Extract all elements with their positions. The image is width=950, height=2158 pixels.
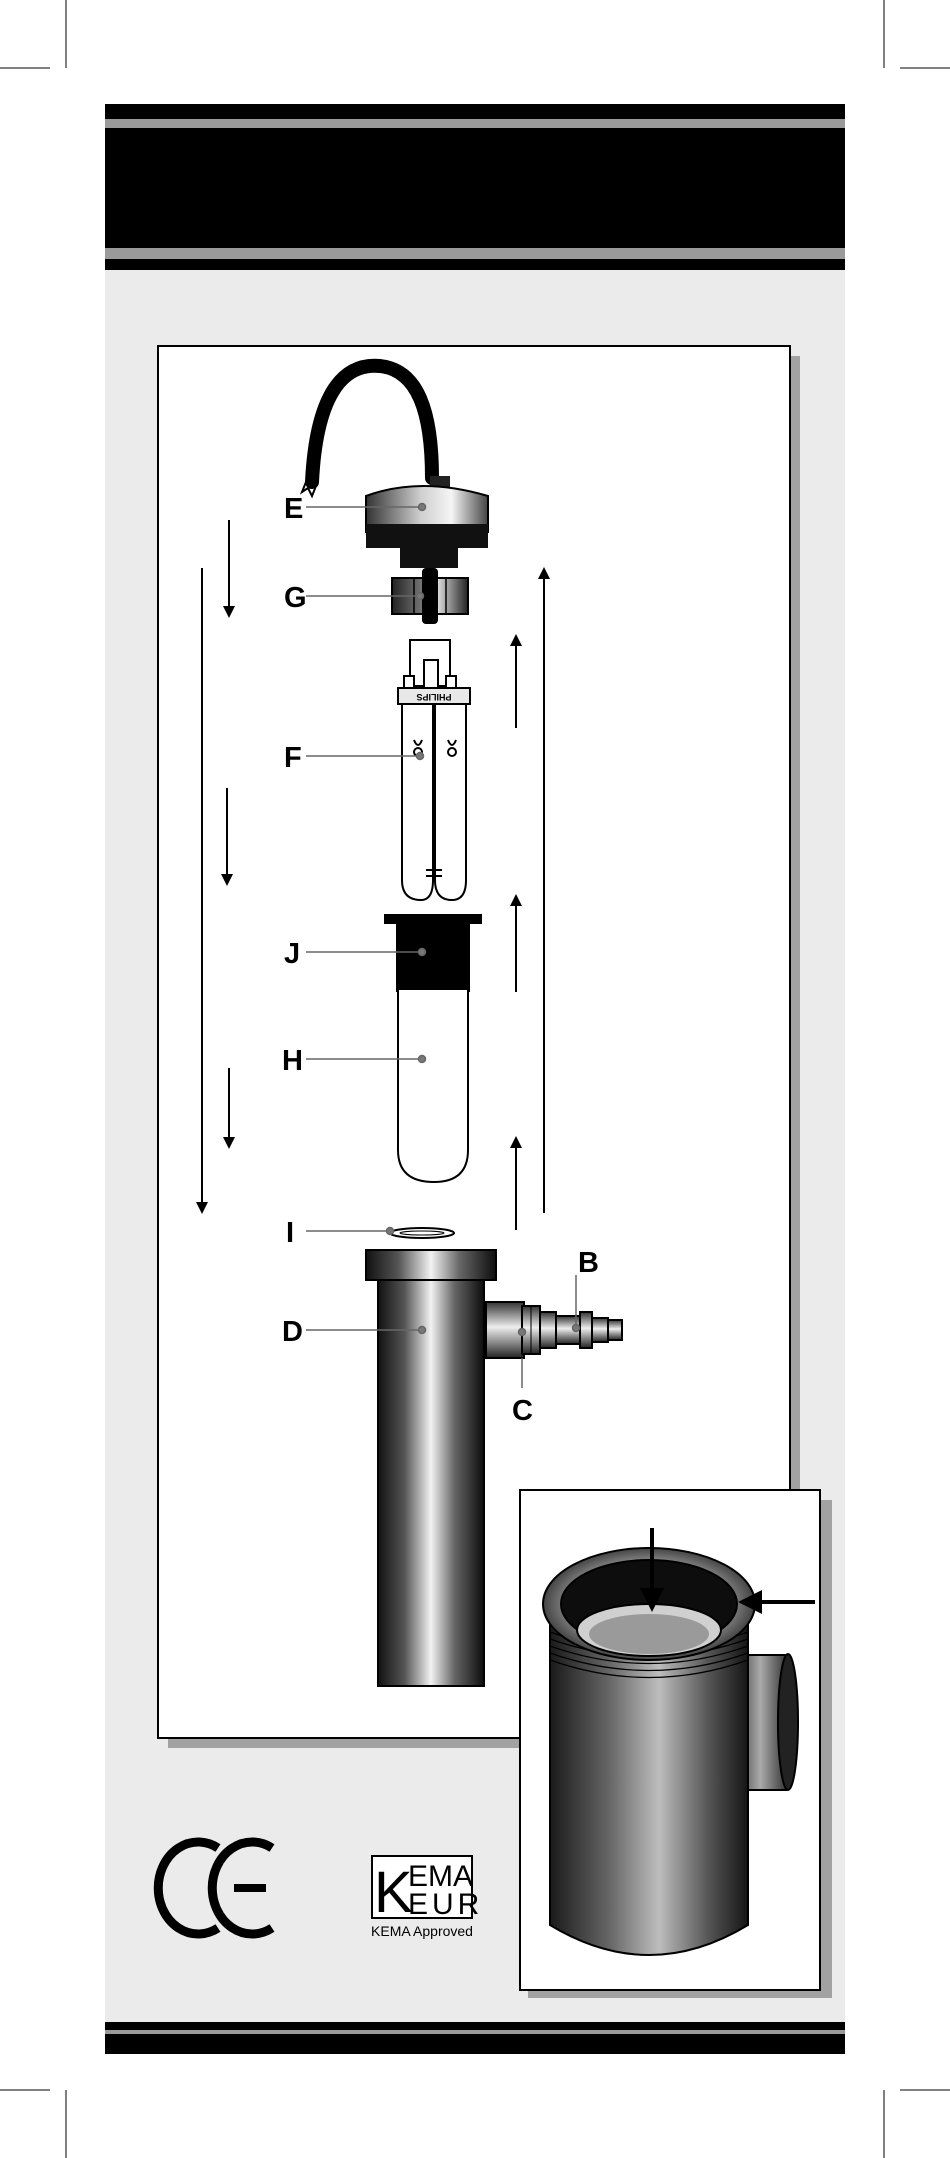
kema-approved-caption: KEMA Approved bbox=[371, 1923, 473, 1939]
footer-band bbox=[105, 2022, 845, 2054]
lamp-brand-text: PHILIPS bbox=[416, 692, 451, 702]
part-j-sleeve-collar bbox=[384, 914, 482, 992]
kema-keur-mark: K EMA EUR bbox=[372, 1856, 483, 1925]
part-h-quartz-sleeve bbox=[398, 990, 468, 1182]
kema-line-2: EUR bbox=[408, 1888, 483, 1921]
label-f: F bbox=[284, 742, 302, 774]
header-band bbox=[105, 104, 845, 270]
label-d: D bbox=[282, 1316, 303, 1348]
label-g: G bbox=[284, 582, 307, 614]
label-j: J bbox=[284, 938, 300, 970]
label-b: B bbox=[578, 1247, 599, 1279]
label-c: C bbox=[512, 1395, 533, 1427]
label-i: I bbox=[286, 1217, 294, 1249]
label-h: H bbox=[282, 1045, 303, 1077]
part-i-o-ring bbox=[390, 1228, 454, 1238]
label-e: E bbox=[284, 493, 303, 525]
